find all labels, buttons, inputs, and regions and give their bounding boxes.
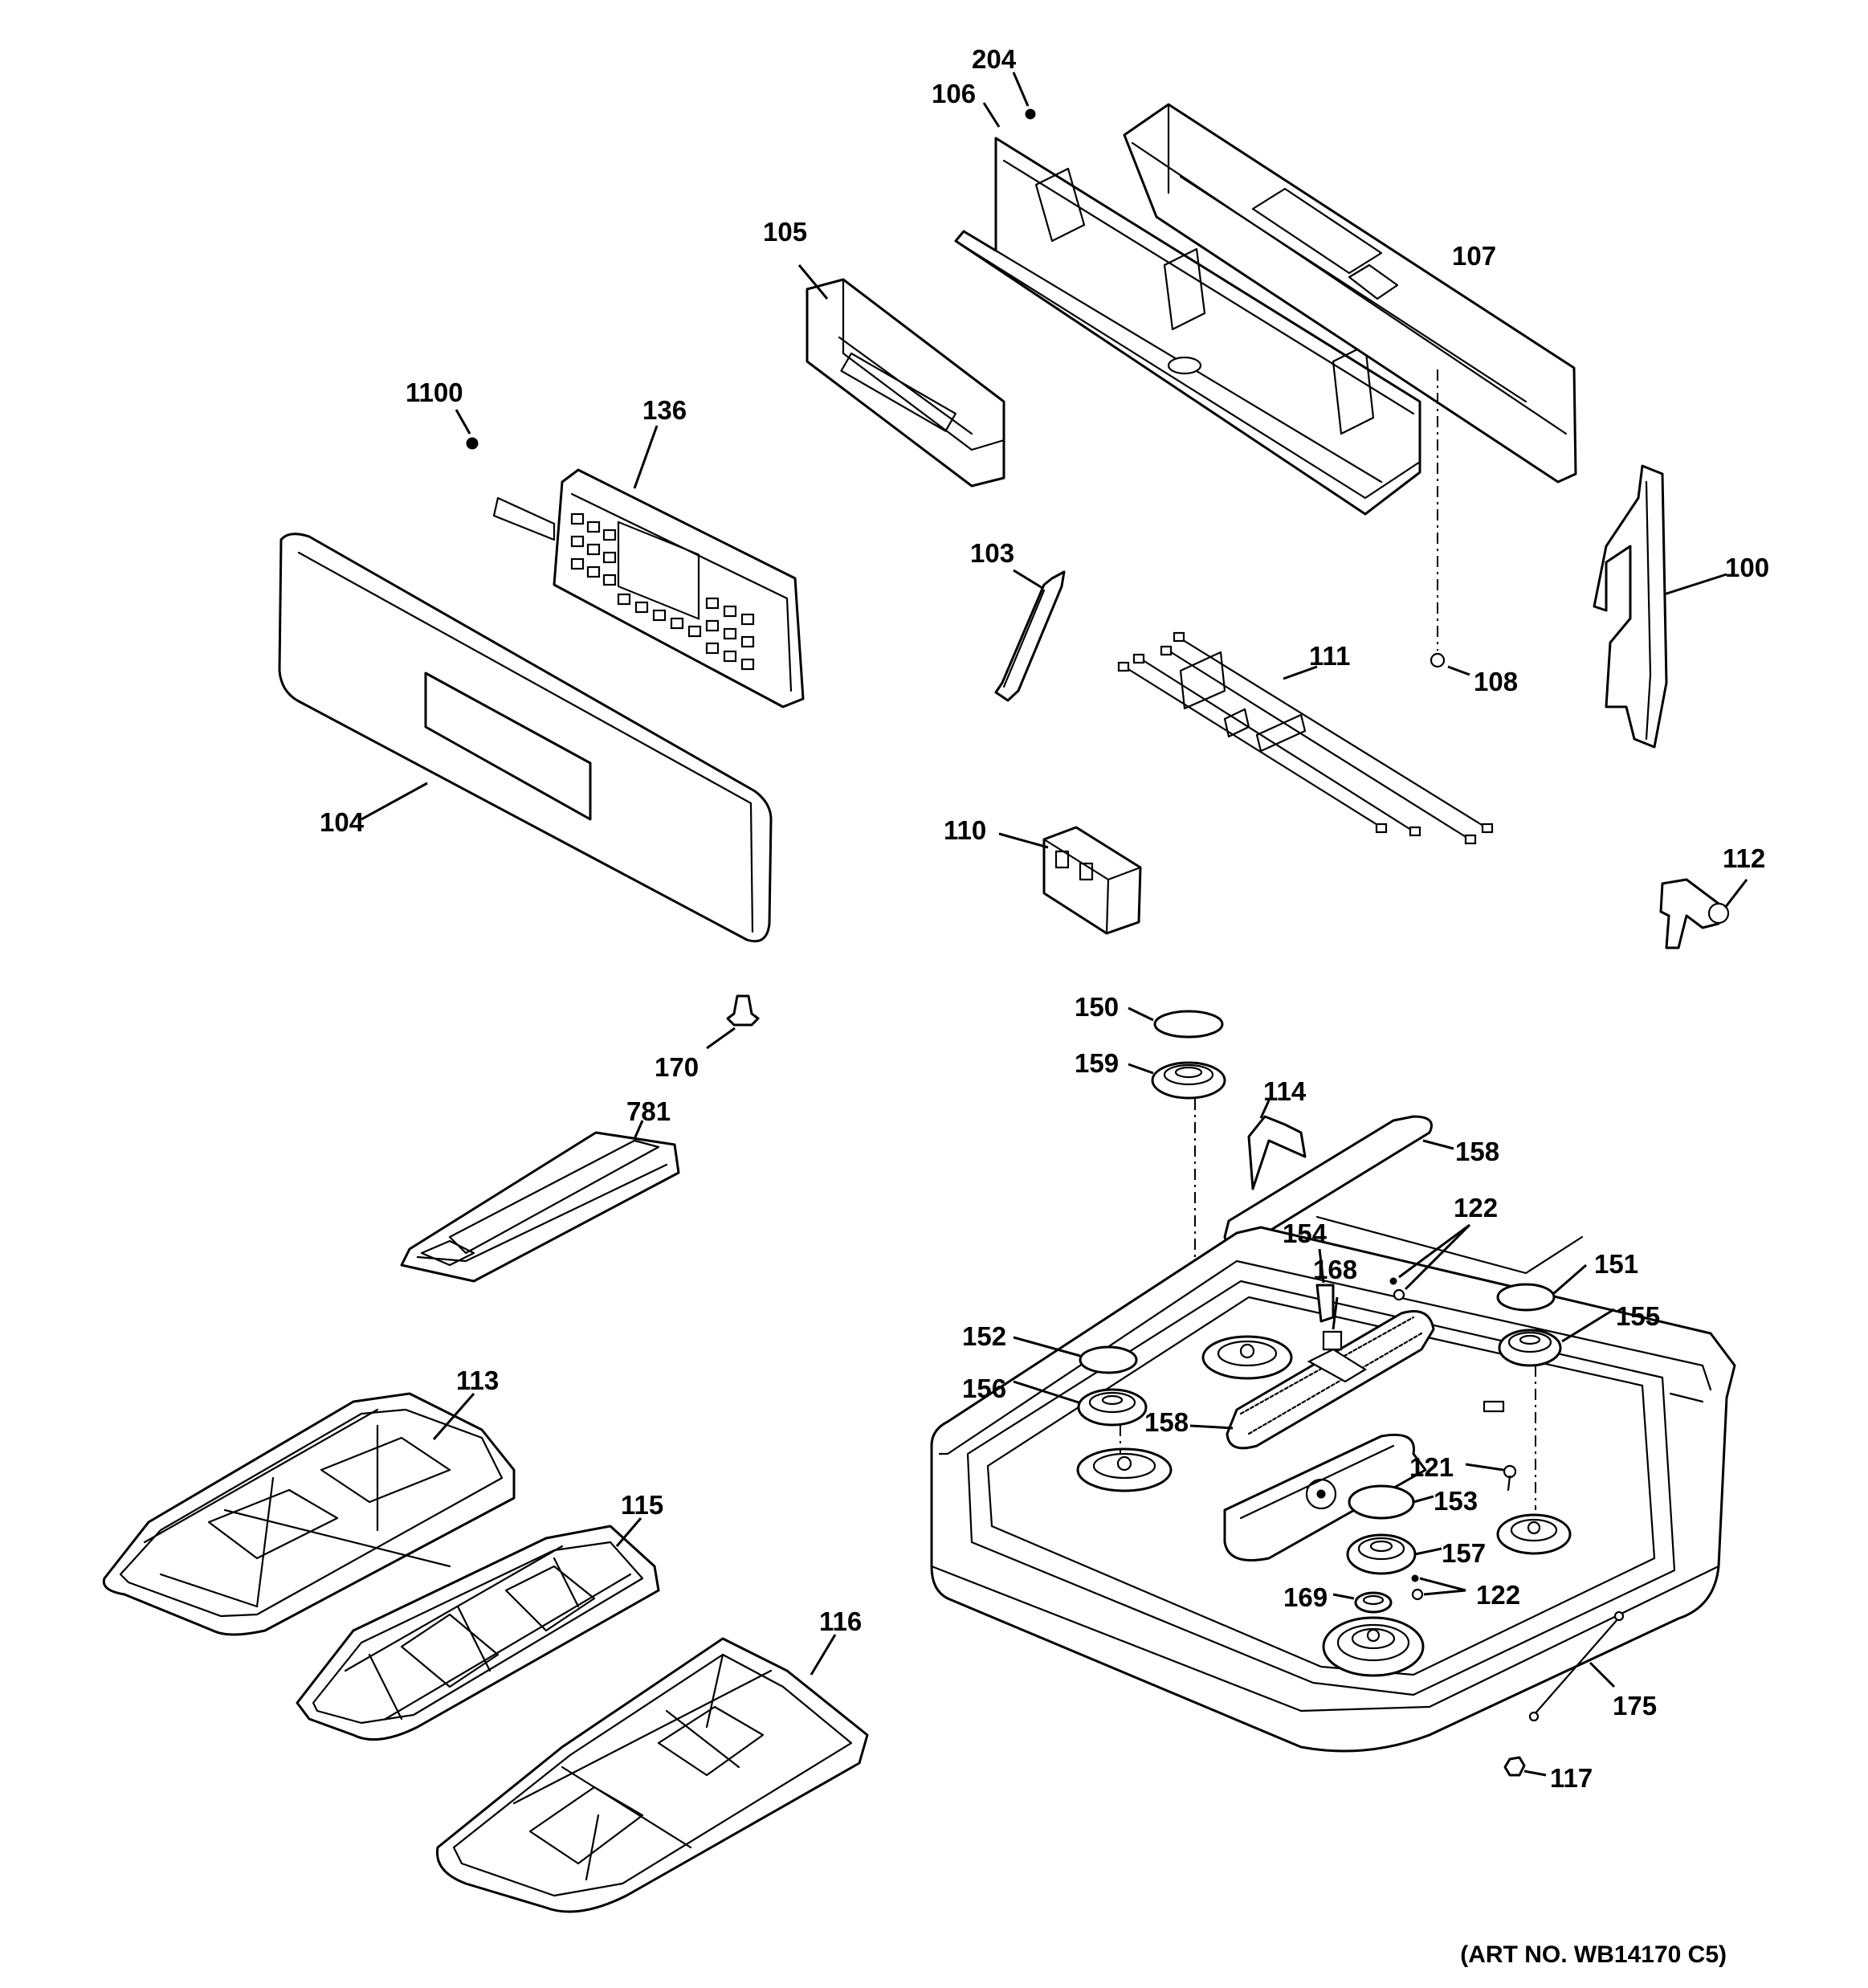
burner-cap-150 bbox=[1128, 1006, 1224, 1039]
burner-head-157 bbox=[1346, 1533, 1442, 1575]
valve-112 bbox=[1659, 878, 1748, 949]
burner-cap-152 bbox=[1013, 1336, 1138, 1374]
label-122-upper: 122 bbox=[1454, 1193, 1498, 1223]
label-157: 157 bbox=[1442, 1538, 1486, 1568]
label-100: 100 bbox=[1725, 553, 1769, 582]
label-153: 153 bbox=[1434, 1486, 1478, 1516]
label-121: 121 bbox=[1409, 1452, 1454, 1482]
screws-122-lower bbox=[1411, 1574, 1466, 1601]
label-151: 151 bbox=[1594, 1249, 1638, 1279]
label-781: 781 bbox=[626, 1096, 671, 1126]
screw-1100 bbox=[455, 409, 479, 450]
art-number: (ART NO. WB14170 C5) bbox=[1460, 1941, 1727, 1968]
control-board-105 bbox=[797, 264, 1005, 488]
screws-122-upper bbox=[1389, 1223, 1471, 1301]
grate-115 bbox=[296, 1517, 660, 1741]
label-106: 106 bbox=[932, 79, 976, 108]
label-105: 105 bbox=[763, 217, 807, 247]
griddle-burner-158 bbox=[1189, 1310, 1435, 1450]
manifold-panel-106 bbox=[954, 137, 1421, 516]
screw-121 bbox=[1465, 1463, 1517, 1492]
label-111: 111 bbox=[1309, 641, 1350, 671]
nut-117 bbox=[1503, 1756, 1547, 1777]
rod-175 bbox=[1528, 1610, 1625, 1722]
label-122-lower: 122 bbox=[1476, 1580, 1520, 1610]
label-168: 168 bbox=[1313, 1255, 1357, 1284]
label-110: 110 bbox=[944, 815, 986, 845]
orifice-169 bbox=[1332, 1591, 1393, 1614]
backsplash-107 bbox=[1123, 103, 1577, 484]
leader-106 bbox=[982, 102, 1001, 128]
screw-108 bbox=[1430, 369, 1470, 676]
label-156: 156 bbox=[962, 1374, 1006, 1403]
label-170: 170 bbox=[655, 1052, 699, 1082]
label-112: 112 bbox=[1723, 843, 1765, 873]
label-114: 114 bbox=[1263, 1076, 1307, 1106]
label-155: 155 bbox=[1616, 1301, 1660, 1331]
label-158-lower: 158 bbox=[1144, 1407, 1189, 1437]
label-107: 107 bbox=[1452, 241, 1496, 271]
part-labels: 204 106 105 107 1100 136 103 100 111 108… bbox=[320, 44, 1769, 1793]
label-108: 108 bbox=[1474, 667, 1518, 696]
control-panel-104 bbox=[278, 533, 773, 943]
bracket-103 bbox=[994, 569, 1066, 702]
electrode-168 bbox=[1322, 1296, 1343, 1351]
label-1100: 1100 bbox=[406, 378, 463, 407]
bracket-114 bbox=[1247, 1100, 1307, 1190]
label-169: 169 bbox=[1283, 1582, 1328, 1612]
label-104: 104 bbox=[320, 807, 365, 837]
burner-head-155 bbox=[1498, 1308, 1615, 1510]
ignition-module-110 bbox=[998, 826, 1142, 935]
panel-781 bbox=[400, 1120, 680, 1283]
label-158-upper: 158 bbox=[1455, 1137, 1499, 1166]
burner-head-159 bbox=[1128, 1061, 1226, 1349]
burner-cap-153 bbox=[1348, 1484, 1434, 1520]
label-175: 175 bbox=[1613, 1691, 1657, 1721]
burner-head-156 bbox=[1013, 1380, 1148, 1454]
label-204: 204 bbox=[972, 44, 1017, 74]
label-154: 154 bbox=[1283, 1219, 1328, 1248]
label-150: 150 bbox=[1075, 992, 1119, 1022]
side-trim-100 bbox=[1593, 464, 1727, 749]
screw-204 bbox=[1012, 71, 1036, 120]
label-103: 103 bbox=[970, 538, 1014, 568]
grate-113 bbox=[102, 1392, 516, 1636]
screw-170 bbox=[706, 994, 760, 1050]
keypad-buttons bbox=[570, 512, 755, 671]
label-117: 117 bbox=[1550, 1763, 1593, 1793]
label-136: 136 bbox=[642, 395, 687, 425]
label-115: 115 bbox=[621, 1490, 663, 1520]
keypad-136 bbox=[492, 425, 805, 708]
label-113: 113 bbox=[456, 1365, 499, 1395]
label-159: 159 bbox=[1075, 1048, 1119, 1078]
label-152: 152 bbox=[962, 1321, 1006, 1351]
wire-harness-111 bbox=[1117, 631, 1494, 845]
burner-cap-151 bbox=[1496, 1263, 1587, 1312]
label-116: 116 bbox=[819, 1606, 862, 1636]
electrode-154 bbox=[1315, 1248, 1335, 1323]
grate-116 bbox=[435, 1634, 869, 1913]
